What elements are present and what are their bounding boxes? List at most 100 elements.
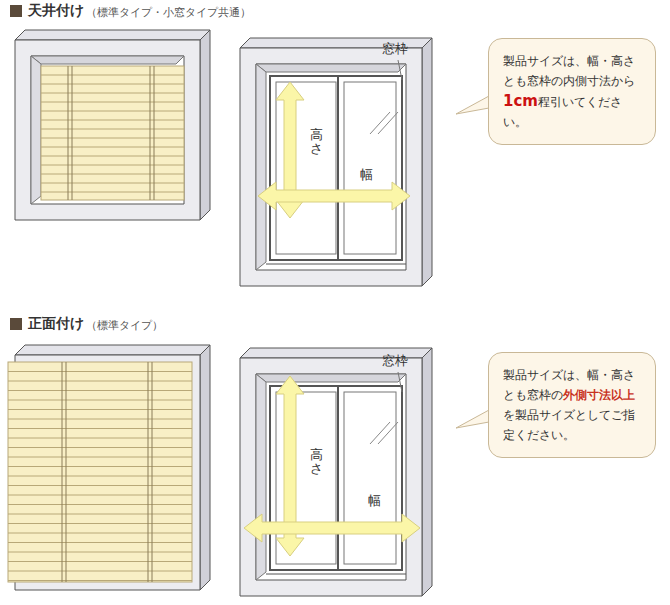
- stroke: [344, 82, 396, 254]
- leader-line: [398, 60, 402, 80]
- blind-ceiling: [15, 30, 210, 220]
- stroke: [8, 580, 192, 581]
- note-text: 外側寸法以上: [563, 388, 635, 402]
- section-subheading: （標準タイプ・小窓タイプ共通）: [86, 5, 251, 20]
- part-label: 窓枠: [382, 40, 408, 58]
- stroke: [31, 56, 184, 64]
- stroke: [370, 112, 390, 134]
- stroke: [41, 156, 184, 157]
- stroke: [8, 447, 192, 448]
- stroke: [15, 40, 200, 220]
- stroke: [72, 66, 73, 200]
- part-label: 高さ: [310, 128, 323, 157]
- stroke: [256, 374, 406, 382]
- stroke: [266, 264, 406, 265]
- part-label: 窓枠: [382, 352, 408, 370]
- stroke: [41, 183, 184, 184]
- stroke: [8, 466, 192, 467]
- stroke: [8, 485, 192, 486]
- stroke: [41, 165, 184, 166]
- stroke: [200, 345, 210, 590]
- stroke: [338, 76, 402, 260]
- speech-bubble: 製品サイズは、幅・高さとも窓枠の内側寸法から1cm程引いてください。: [488, 38, 656, 145]
- stroke: [41, 129, 184, 130]
- stroke: [270, 76, 342, 260]
- stroke: [15, 30, 210, 40]
- bubble-tail: [456, 96, 489, 114]
- stroke: [41, 174, 184, 175]
- stroke: [41, 75, 184, 76]
- part-label: 高さ: [310, 448, 323, 477]
- stroke: [8, 400, 192, 401]
- stroke: [266, 574, 406, 575]
- stroke: [8, 476, 192, 477]
- stroke: [200, 30, 210, 220]
- stroke: [8, 514, 192, 515]
- stroke: [41, 120, 184, 121]
- stroke: [8, 495, 192, 496]
- stroke: [41, 192, 184, 193]
- window-frame: [240, 38, 432, 286]
- stroke: [154, 66, 155, 200]
- stroke: [8, 552, 192, 553]
- stroke: [8, 504, 192, 505]
- stroke: [15, 345, 210, 355]
- stroke: [148, 362, 149, 582]
- stroke: [8, 419, 192, 420]
- stroke: [152, 362, 153, 582]
- heading-icon: [10, 318, 22, 330]
- stroke: [338, 386, 402, 570]
- stroke: [370, 422, 390, 444]
- stroke: [256, 64, 266, 270]
- part-label: 幅: [360, 166, 373, 184]
- bubble-tail: [456, 410, 489, 428]
- stroke: [41, 66, 184, 200]
- stroke: [41, 102, 184, 103]
- stroke: [41, 84, 184, 85]
- stroke: [41, 111, 184, 112]
- speech-bubble: 製品サイズは、幅・高さとも窓枠の外側寸法以上を製品サイズとしてご指定ください。: [488, 352, 656, 458]
- stroke: [240, 48, 422, 286]
- stroke: [8, 381, 192, 382]
- section-heading: 正面付け: [28, 315, 84, 333]
- stroke: [422, 38, 432, 286]
- stroke: [8, 542, 192, 543]
- stroke: [256, 374, 266, 580]
- stroke: [8, 457, 192, 458]
- stroke: [8, 428, 192, 429]
- stroke: [276, 82, 336, 254]
- section-heading: 天井付け: [28, 2, 84, 20]
- window-frame: [240, 348, 432, 596]
- note-text: を製品サイズとしてご指定ください。: [503, 408, 635, 442]
- note-text: 1cm: [503, 92, 538, 110]
- stroke: [240, 358, 422, 596]
- stroke: [62, 362, 63, 582]
- stroke: [8, 371, 192, 372]
- stroke: [8, 533, 192, 534]
- dimension-arrow: [244, 514, 420, 542]
- stroke: [8, 390, 192, 391]
- stroke: [8, 362, 192, 582]
- stroke: [378, 112, 398, 134]
- section-subheading: （標準タイプ）: [86, 318, 163, 333]
- leader-line: [398, 372, 402, 392]
- stroke: [8, 571, 192, 572]
- dimension-arrow: [258, 182, 410, 210]
- stroke: [256, 64, 406, 72]
- stroke: [8, 523, 192, 524]
- part-label: 幅: [368, 492, 381, 510]
- stroke: [31, 56, 41, 204]
- stroke: [344, 392, 396, 564]
- stroke: [422, 348, 432, 596]
- stroke: [66, 362, 67, 582]
- stroke: [68, 66, 69, 200]
- stroke: [41, 93, 184, 94]
- heading-icon: [10, 5, 22, 17]
- note-text: 製品サイズは、幅・高さとも窓枠の内側寸法から: [503, 54, 635, 88]
- stroke: [41, 138, 184, 139]
- stroke: [41, 147, 184, 148]
- stroke: [150, 66, 151, 200]
- stroke: [8, 409, 192, 410]
- blind-front: [8, 345, 210, 590]
- stroke: [8, 438, 192, 439]
